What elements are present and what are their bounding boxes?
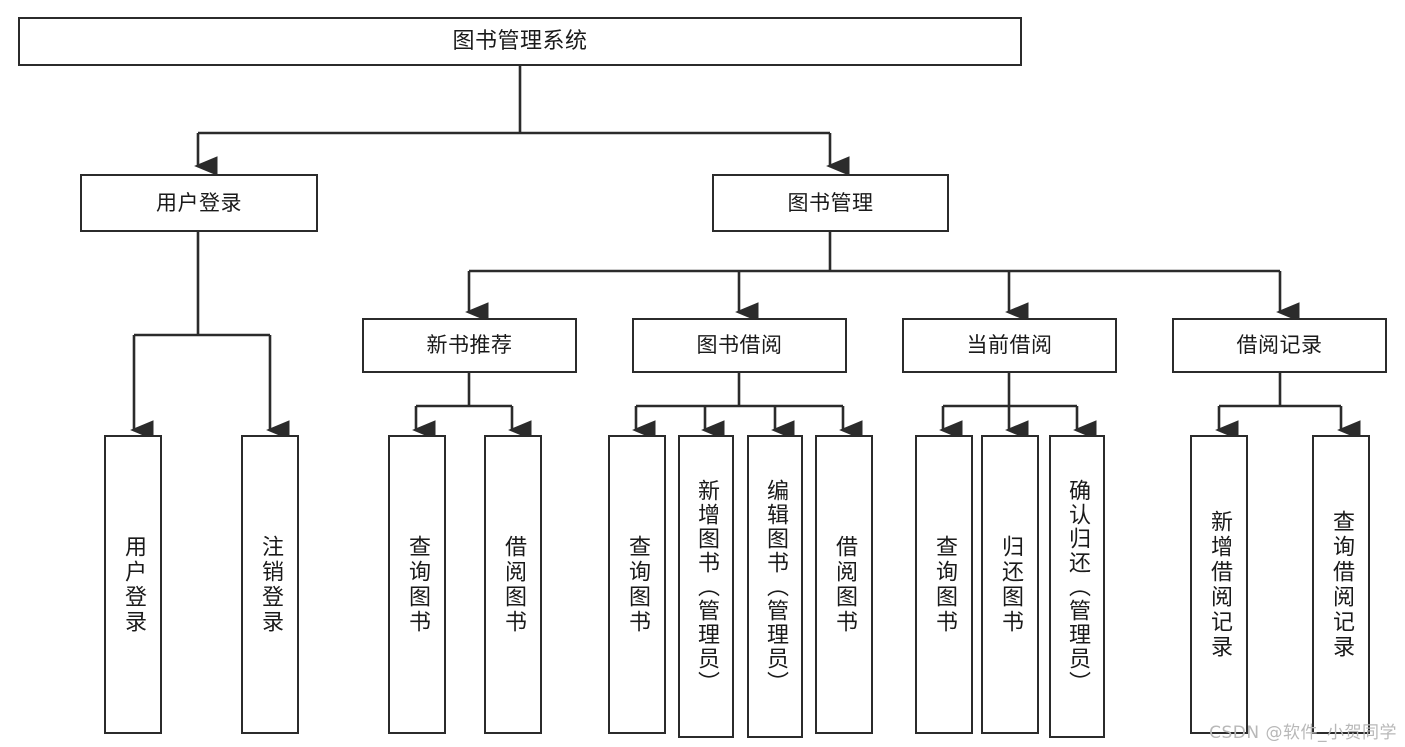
leaf-record-add-record[interactable]: 新增借阅记录 <box>1190 435 1248 734</box>
leaf-borrow-edit-book-admin[interactable]: 编辑图书（管理员） <box>747 435 803 738</box>
node-label: 新书推荐 <box>426 333 513 358</box>
node-label: 编辑图书（管理员） <box>763 478 788 695</box>
node-label: 图书借阅 <box>696 333 783 358</box>
node-current-borrow[interactable]: 当前借阅 <box>902 318 1117 373</box>
leaf-recommend-query-book[interactable]: 查询图书 <box>388 435 446 734</box>
node-label: 图书管理系统 <box>452 28 588 54</box>
leaf-user-logout[interactable]: 注销登录 <box>241 435 299 734</box>
node-label: 图书管理 <box>787 190 874 215</box>
leaf-borrow-query-book[interactable]: 查询图书 <box>608 435 666 734</box>
node-label: 新增图书（管理员） <box>694 478 719 695</box>
node-label: 用户登录 <box>156 190 242 215</box>
node-root-system[interactable]: 图书管理系统 <box>18 17 1022 66</box>
node-label: 借阅记录 <box>1236 333 1323 358</box>
node-book-borrow[interactable]: 图书借阅 <box>632 318 847 373</box>
leaf-current-return-book[interactable]: 归还图书 <box>981 435 1039 734</box>
node-label: 查询图书 <box>405 534 430 635</box>
leaf-borrow-add-book-admin[interactable]: 新增图书（管理员） <box>678 435 734 738</box>
watermark: CSDN @软件_小贺同学 <box>1209 723 1397 743</box>
leaf-recommend-borrow-book[interactable]: 借阅图书 <box>484 435 542 734</box>
node-label: 确认归还（管理员） <box>1065 478 1090 695</box>
leaf-current-query-book[interactable]: 查询图书 <box>915 435 973 734</box>
node-book-management[interactable]: 图书管理 <box>712 174 949 232</box>
node-label: 用户登录 <box>121 534 146 635</box>
node-label: 注销登录 <box>258 534 283 635</box>
node-label: 借阅图书 <box>832 534 857 635</box>
leaf-borrow-borrow-book[interactable]: 借阅图书 <box>815 435 873 734</box>
node-label: 新增借阅记录 <box>1207 509 1232 660</box>
node-borrow-record[interactable]: 借阅记录 <box>1172 318 1387 373</box>
node-new-book-recommend[interactable]: 新书推荐 <box>362 318 577 373</box>
node-label: 查询图书 <box>932 534 957 635</box>
node-user-login[interactable]: 用户登录 <box>80 174 318 232</box>
node-label: 查询借阅记录 <box>1329 509 1354 660</box>
node-label: 借阅图书 <box>501 534 526 635</box>
node-label: 当前借阅 <box>966 333 1053 358</box>
leaf-current-confirm-return-admin[interactable]: 确认归还（管理员） <box>1049 435 1105 738</box>
leaf-record-query-record[interactable]: 查询借阅记录 <box>1312 435 1370 734</box>
node-label: 归还图书 <box>998 534 1023 635</box>
leaf-user-login[interactable]: 用户登录 <box>104 435 162 734</box>
node-label: 查询图书 <box>625 534 650 635</box>
